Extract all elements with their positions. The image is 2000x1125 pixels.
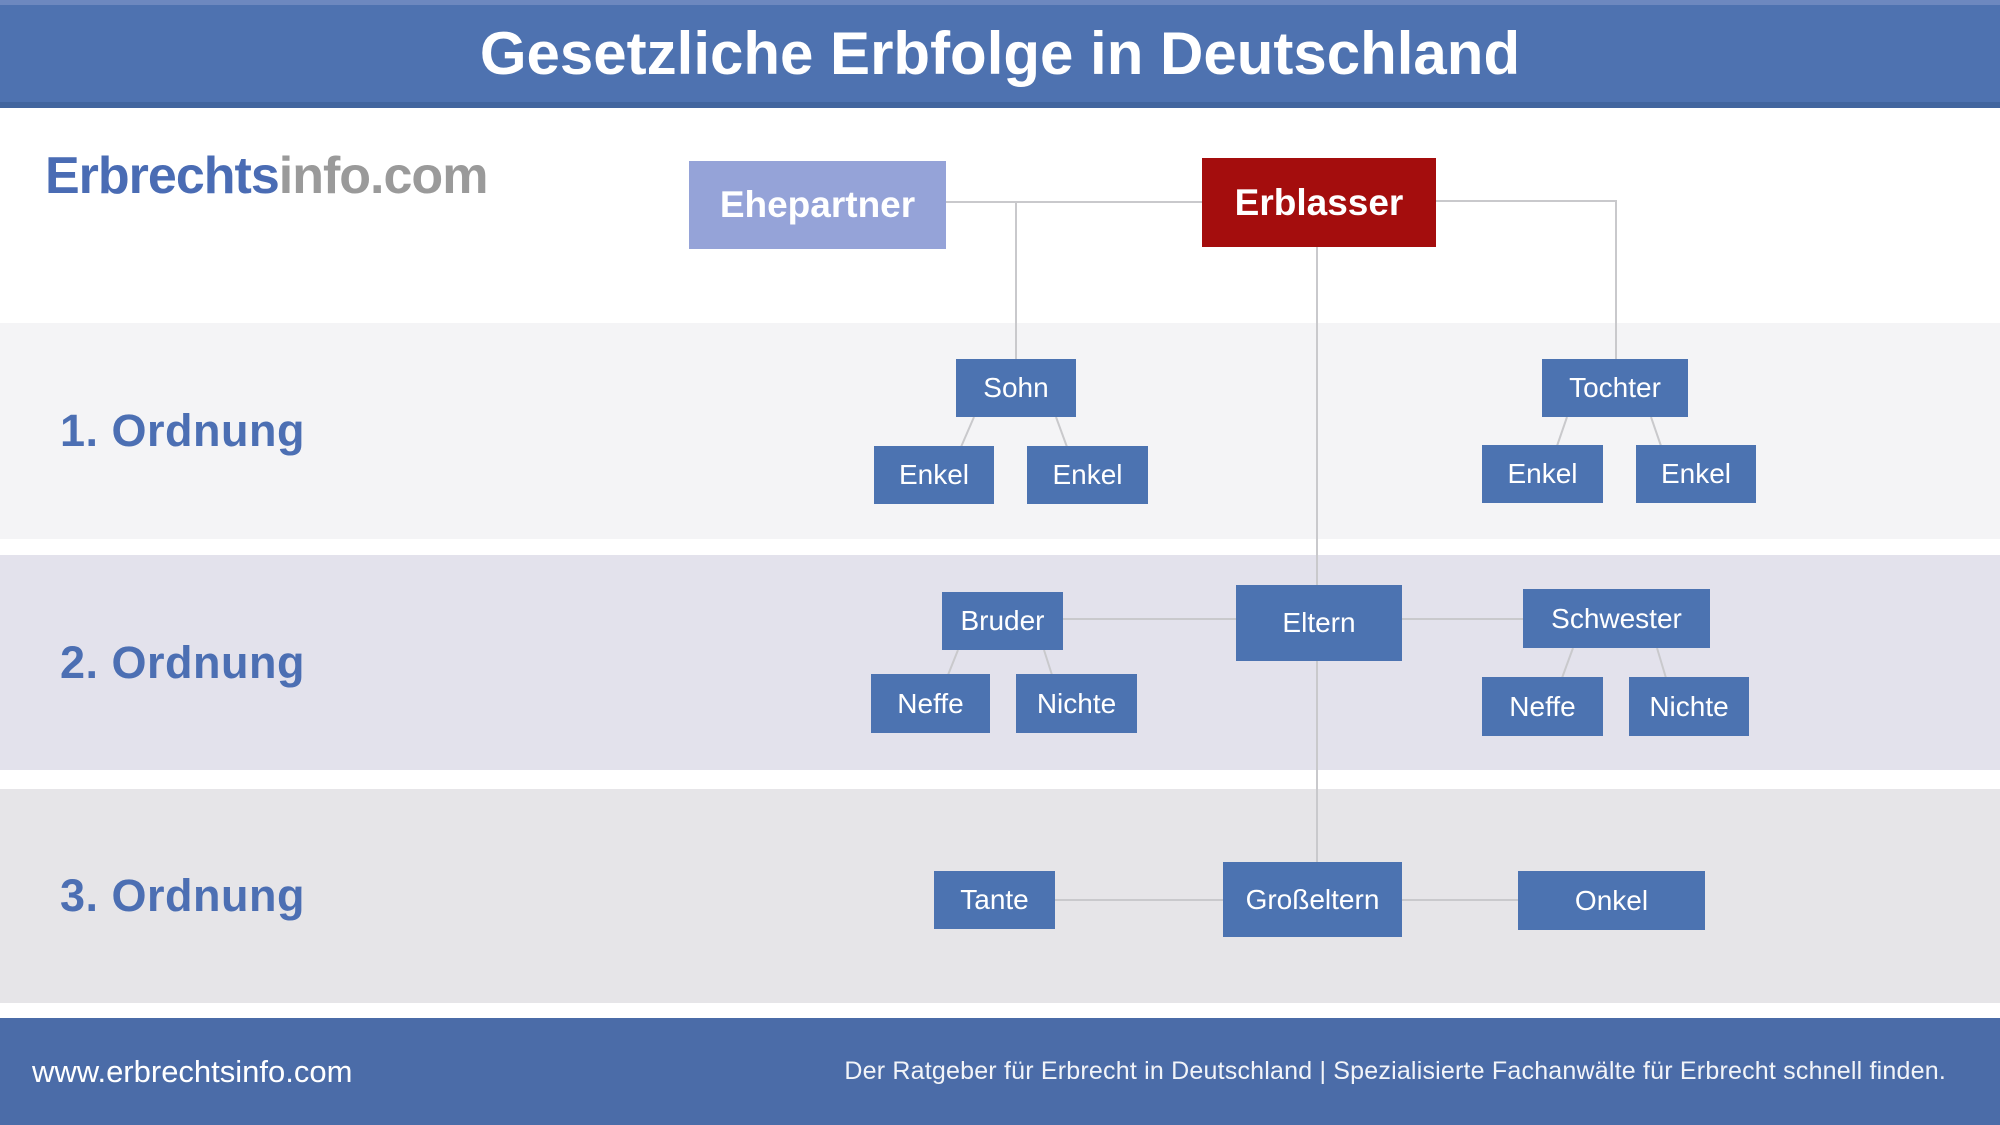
brand-logo: Erbrechtsinfo.com <box>45 146 489 206</box>
node-bruder: Bruder <box>942 592 1063 650</box>
node-ehepartner: Ehepartner <box>689 161 946 249</box>
node-eltern: Eltern <box>1236 585 1402 661</box>
node-grosseltern: Großeltern <box>1223 862 1402 937</box>
node-neffe-2: Neffe <box>1482 677 1603 736</box>
page-title: Gesetzliche Erbfolge in Deutschland <box>479 20 1521 87</box>
footer-website: www.erbrechtsinfo.com <box>32 1053 353 1089</box>
node-neffe-1: Neffe <box>871 674 990 733</box>
brand-logo-primary: Erbrechts <box>45 147 280 205</box>
band-label-third-order: 3. Ordnung <box>60 870 305 921</box>
node-enkel-1: Enkel <box>874 446 994 504</box>
footer-bar: www.erbrechtsinfo.com Der Ratgeber für E… <box>0 1018 2000 1125</box>
node-onkel: Onkel <box>1518 871 1705 930</box>
node-schwester: Schwester <box>1523 589 1710 648</box>
node-enkel-2: Enkel <box>1027 446 1148 504</box>
node-enkel-4: Enkel <box>1636 445 1756 503</box>
node-nichte-2: Nichte <box>1629 677 1749 736</box>
node-sohn: Sohn <box>956 359 1076 417</box>
node-enkel-3: Enkel <box>1482 445 1603 503</box>
header-bar: Gesetzliche Erbfolge in Deutschland <box>0 0 2000 108</box>
node-erblasser: Erblasser <box>1202 158 1436 247</box>
node-nichte-1: Nichte <box>1016 674 1137 733</box>
footer-tagline: Der Ratgeber für Erbrecht in Deutschland… <box>844 1057 1946 1085</box>
band-label-first-order: 1. Ordnung <box>60 405 305 456</box>
band-label-second-order: 2. Ordnung <box>60 636 305 688</box>
brand-logo-secondary: info.com <box>278 147 489 205</box>
node-tante: Tante <box>934 871 1055 929</box>
node-tochter: Tochter <box>1542 359 1688 417</box>
